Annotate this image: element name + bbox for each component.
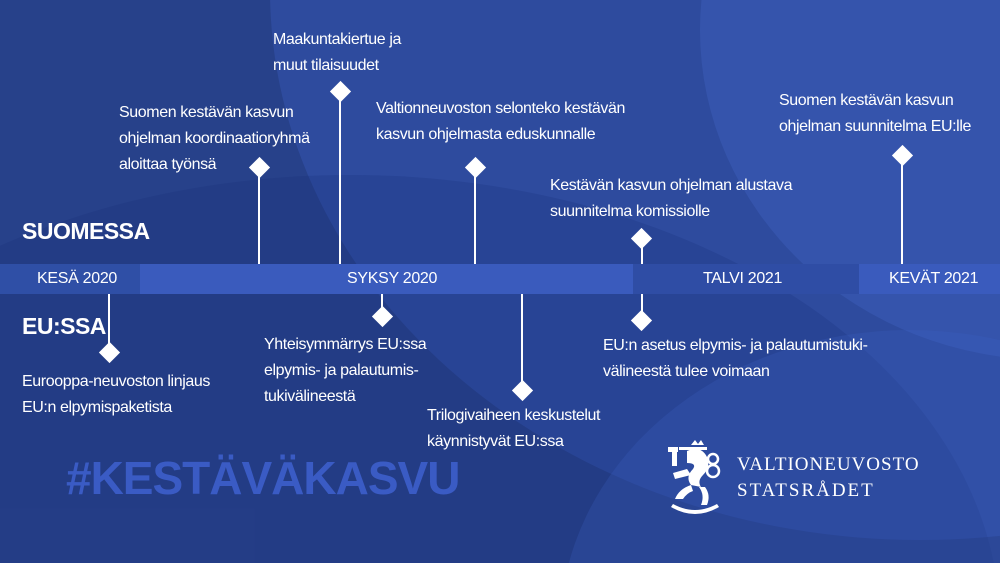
event-finland-regional-tour: Maakuntakiertue ja muut tilaisuudet — [273, 31, 401, 74]
diamond-marker-icon — [464, 156, 487, 179]
event-eu-agreement: Yhteisymmärrys EU:ssa elpymis- ja palaut… — [264, 336, 427, 405]
diamond-marker-icon — [630, 227, 653, 250]
event-stem — [641, 294, 643, 316]
event-finland-preliminary-plan: Kestävän kasvun ohjelman alustava suunni… — [550, 177, 793, 220]
event-eu-trilogue: Trilogivaiheen keskustelut käynnistyvät … — [427, 407, 601, 450]
event-stem — [641, 241, 643, 264]
period-band-autumn-2020 — [140, 264, 633, 294]
event-stem — [474, 170, 476, 264]
period-band-spring-2021 — [859, 264, 1000, 294]
hashtag: #KESTÄVÄKASVU — [66, 452, 460, 504]
event-stem — [339, 94, 341, 264]
diamond-marker-icon — [98, 341, 121, 364]
diamond-marker-icon — [891, 144, 914, 167]
logo-text-statsradet: STATSRÅDET — [737, 480, 875, 501]
period-label: TALVI 2021 — [703, 270, 783, 287]
logo-text-valtioneuvosto: VALTIONEUVOSTO — [737, 454, 920, 475]
event-finland-government-report: Valtionneuvoston selonteko kestävän kasv… — [376, 100, 625, 143]
event-stem — [108, 294, 110, 350]
event-stem — [381, 294, 383, 312]
period-band-winter-2021 — [633, 264, 859, 294]
section-title-finland: SUOMESSA — [22, 218, 150, 244]
event-stem — [258, 170, 260, 264]
event-finland-coordination-group: Suomen kestävän kasvun ohjelman koordina… — [119, 104, 310, 173]
period-label: KESÄ 2020 — [37, 270, 118, 287]
diamond-marker-icon — [630, 309, 653, 332]
event-stem — [521, 294, 523, 382]
period-band-summer-2020 — [0, 264, 140, 294]
section-title-eu: EU:SSA — [22, 313, 106, 339]
period-label: KEVÄT 2021 — [889, 270, 979, 287]
diamond-marker-icon — [329, 80, 352, 103]
event-stem — [901, 158, 903, 264]
diamond-marker-icon — [371, 305, 394, 328]
period-label: SYKSY 2020 — [347, 270, 438, 287]
event-eu-european-council: Eurooppa-neuvoston linjaus EU:n elpymisp… — [22, 373, 210, 416]
event-eu-regulation: EU:n asetus elpymis- ja palautumistuki- … — [603, 337, 868, 380]
diamond-marker-icon — [511, 379, 534, 402]
finnish-lion-coat-of-arms-icon — [668, 440, 721, 514]
event-finland-plan-to-eu: Suomen kestävän kasvun ohjelman suunnite… — [779, 92, 971, 135]
